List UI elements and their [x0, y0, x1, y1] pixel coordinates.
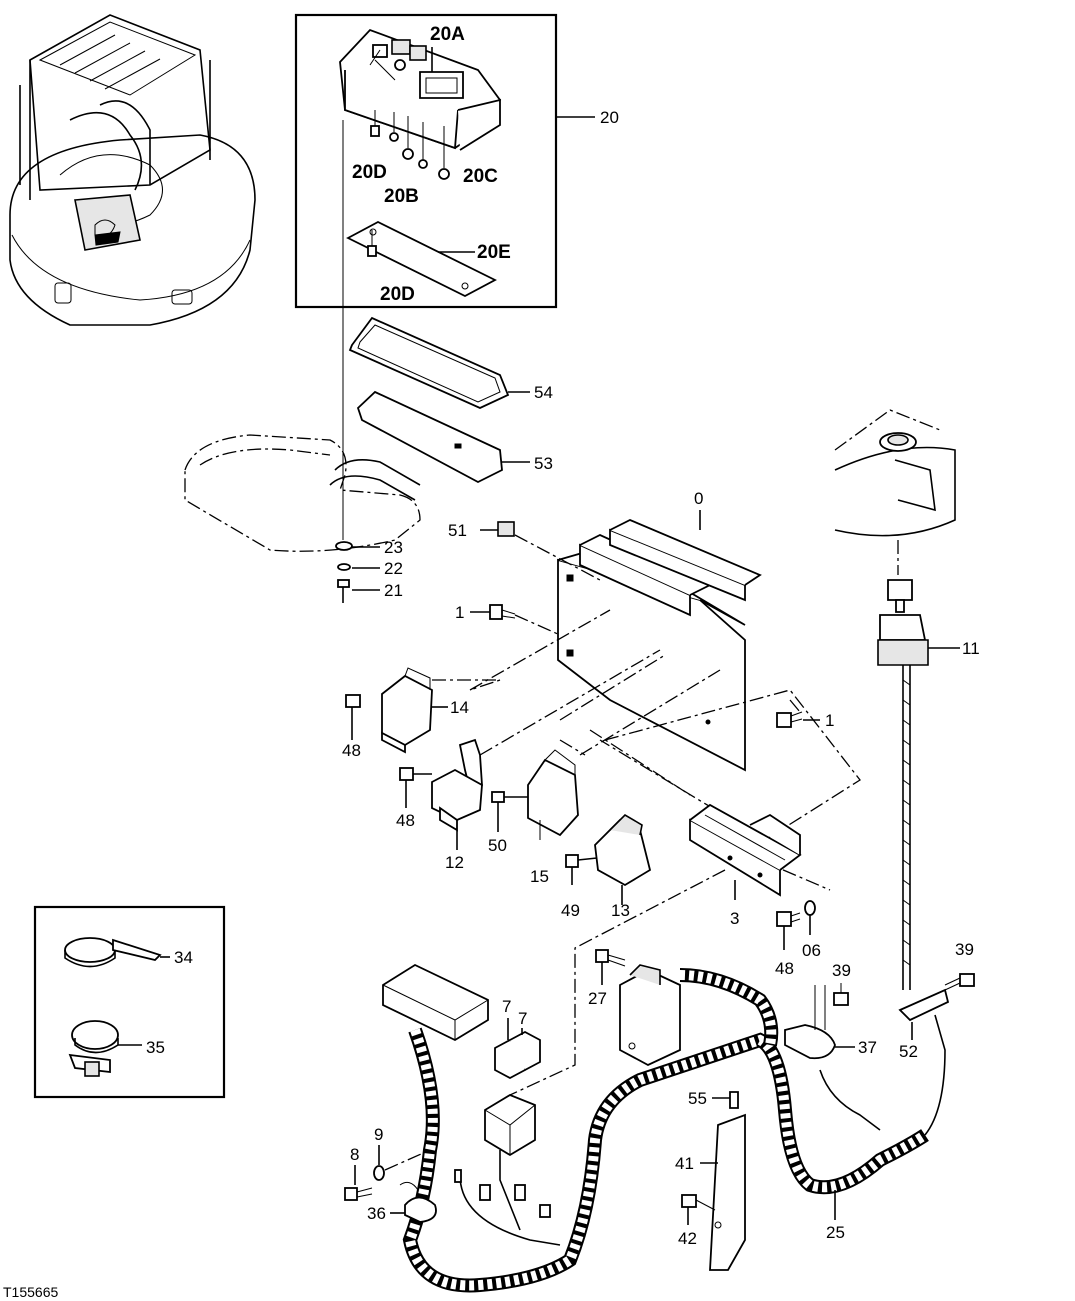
figure-id: T155665	[3, 1284, 58, 1300]
label-51: 51	[448, 521, 467, 540]
label-3: 3	[730, 909, 739, 928]
label-20B: 20B	[384, 186, 419, 207]
machine-overview	[9, 14, 256, 326]
label-15: 15	[530, 867, 549, 886]
label-7-a: 7	[502, 997, 511, 1016]
bolt-1-right	[776, 711, 820, 728]
clip-55	[712, 1091, 739, 1109]
label-39-b: 39	[955, 940, 974, 959]
key-switch-11	[877, 579, 960, 990]
label-13: 13	[611, 901, 630, 920]
label-20: 20	[600, 108, 619, 127]
label-49: 49	[561, 901, 580, 920]
clamp-36	[390, 1181, 437, 1223]
plate-41	[700, 1113, 746, 1271]
label-9: 9	[374, 1125, 383, 1144]
fuse-box	[484, 1093, 536, 1157]
relay-12	[399, 738, 483, 850]
label-48-c: 48	[775, 959, 794, 978]
label-20D-bottom: 20D	[380, 284, 415, 305]
dashboard-panel	[834, 409, 956, 575]
washer-9	[373, 1145, 431, 1181]
bolt-48-c	[776, 911, 801, 950]
bracket-3	[689, 803, 802, 900]
label-8: 8	[350, 1145, 359, 1164]
label-25: 25	[826, 1223, 845, 1242]
buzzer-13	[565, 813, 652, 905]
bolt-39-b	[944, 973, 975, 991]
label-1-left: 1	[455, 603, 464, 622]
label-39-a: 39	[832, 961, 851, 980]
switch-panel-20A	[339, 28, 502, 168]
bolt-51	[480, 521, 515, 537]
label-27: 27	[588, 989, 607, 1008]
label-42: 42	[678, 1229, 697, 1248]
label-53: 53	[534, 454, 553, 473]
callout-labels: 20A 20 20D 20B 20C 20E 20D 54 53 0 51 23…	[3, 24, 980, 1300]
relay-15	[491, 749, 579, 840]
label-35: 35	[146, 1038, 165, 1057]
gasket-54	[348, 316, 530, 409]
bolt-1-left	[470, 604, 561, 636]
module-7	[382, 963, 541, 1080]
label-20C: 20C	[463, 166, 498, 187]
label-06: 06	[802, 941, 821, 960]
label-14: 14	[450, 698, 469, 717]
label-11: 11	[962, 639, 980, 658]
label-21: 21	[384, 581, 403, 600]
label-55: 55	[688, 1089, 707, 1108]
callout-box-20	[294, 13, 595, 309]
label-22: 22	[384, 559, 403, 578]
label-12: 12	[445, 853, 464, 872]
label-48-b: 48	[396, 811, 415, 830]
label-48-a: 48	[342, 741, 361, 760]
label-54: 54	[534, 383, 553, 402]
label-20E: 20E	[477, 242, 511, 263]
leader-lines	[469, 609, 861, 1096]
label-20D-top: 20D	[352, 162, 387, 183]
label-41: 41	[675, 1154, 694, 1173]
relay-14	[345, 667, 501, 754]
label-23: 23	[384, 538, 403, 557]
bolt-42	[681, 1194, 716, 1225]
label-50: 50	[488, 836, 507, 855]
fasteners-20	[370, 125, 450, 180]
label-7-b: 7	[518, 1009, 527, 1028]
controller-27	[595, 949, 681, 1067]
washer-06	[804, 900, 816, 935]
label-0: 0	[694, 489, 703, 508]
screw-8	[344, 1165, 373, 1201]
label-52: 52	[899, 1042, 918, 1061]
plate-53	[356, 390, 530, 484]
label-20A: 20A	[430, 24, 465, 45]
fasteners-21-23	[335, 541, 380, 603]
clamp-37	[784, 985, 855, 1060]
label-1-right: 1	[825, 711, 834, 730]
console-frame	[184, 120, 421, 552]
label-37: 37	[858, 1038, 877, 1057]
bolt-39-a	[833, 983, 849, 1006]
ties-box	[33, 905, 226, 1099]
cover-20E	[346, 220, 497, 298]
clamp-52	[898, 988, 950, 1040]
label-36: 36	[367, 1204, 386, 1223]
label-34: 34	[174, 948, 193, 967]
